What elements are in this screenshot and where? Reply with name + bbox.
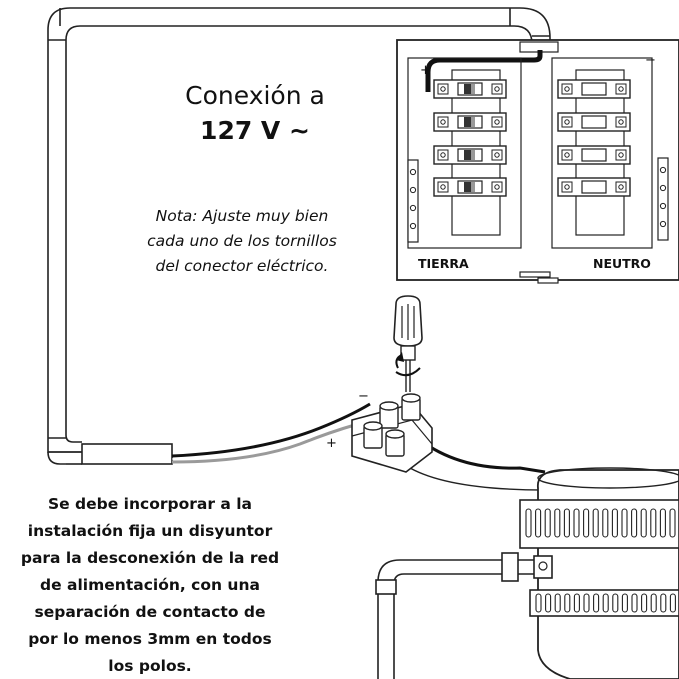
motor-fin-top	[573, 508, 580, 538]
motor-fin-top	[535, 508, 542, 538]
panel-label-neutro: NEUTRO	[593, 256, 651, 271]
breaker-right-4	[557, 177, 631, 197]
motor-fin-bottom	[573, 593, 580, 613]
note-line1: Nota: Ajuste muy bien	[156, 207, 329, 225]
note-line2: cada uno de los tornillos	[147, 232, 337, 250]
panel-minus-sign: −	[645, 53, 656, 68]
screwdriver-icon	[393, 295, 423, 392]
motor-fin-top	[554, 508, 561, 538]
motor-fins-top	[525, 508, 676, 538]
conduit-frame	[47, 7, 551, 453]
warning-line4: de alimentación, con una	[40, 576, 260, 594]
motor-fin-top	[650, 508, 657, 538]
breaker-right-2	[557, 112, 631, 132]
conduit-end	[81, 443, 173, 465]
title-line2: 127 V ~	[200, 116, 310, 145]
breaker-left-1	[433, 79, 507, 99]
motor-fin-top	[592, 508, 599, 538]
breakers-left	[433, 79, 507, 197]
breakers-right	[557, 79, 631, 197]
motor-fin-bottom	[564, 593, 571, 613]
motor-fin-top	[669, 508, 676, 538]
motor-fin-top	[611, 508, 618, 538]
terminal-block	[351, 393, 433, 473]
outlet-pipe	[375, 552, 534, 679]
motor-fin-top	[544, 508, 551, 538]
motor-fin-bottom	[593, 593, 600, 613]
warning-line5: separación de contacto de	[35, 603, 266, 621]
motor-fin-bottom	[660, 593, 667, 613]
pump-motor	[519, 467, 679, 679]
motor-fin-bottom	[602, 593, 609, 613]
motor-fin-top	[640, 508, 647, 538]
note-line3: del conector eléctrico.	[156, 257, 329, 275]
breaker-left-4	[433, 177, 507, 197]
breaker-right-3	[557, 145, 631, 165]
connector-plus-sign: +	[326, 436, 337, 451]
motor-fin-bottom	[554, 593, 561, 613]
motor-fin-top	[602, 508, 609, 538]
breaker-right-1	[557, 79, 631, 99]
warning-line7: los polos.	[108, 657, 191, 675]
motor-fin-top	[525, 508, 532, 538]
motor-fin-bottom	[631, 593, 638, 613]
breaker-panel: + − TIERRA NEUTRO	[396, 39, 679, 284]
breaker-left-3	[433, 145, 507, 165]
motor-fin-bottom	[612, 593, 619, 613]
motor-fin-top	[659, 508, 666, 538]
warning-line6: por lo menos 3mm en todos	[28, 630, 272, 648]
motor-fin-top	[583, 508, 590, 538]
motor-fin-bottom	[641, 593, 648, 613]
title-line1: Conexión a	[185, 81, 325, 110]
motor-fin-bottom	[545, 593, 552, 613]
warning-line3: para la desconexión de la red	[21, 549, 279, 567]
motor-fins-bottom	[535, 593, 676, 613]
breaker-left-2	[433, 112, 507, 132]
motor-fin-bottom	[650, 593, 657, 613]
panel-plus-sign: +	[420, 63, 431, 78]
motor-fin-bottom	[583, 593, 590, 613]
motor-fin-top	[563, 508, 570, 538]
motor-fin-top	[621, 508, 628, 538]
warning-line1: Se debe incorporar a la	[48, 495, 252, 513]
connector-minus-sign: −	[358, 389, 369, 404]
motor-fin-bottom	[535, 593, 542, 613]
terminal-strip-left	[407, 159, 419, 243]
terminal-strip-right	[657, 157, 669, 241]
motor-fin-top	[631, 508, 638, 538]
panel-label-tierra: TIERRA	[418, 256, 469, 271]
motor-fin-bottom	[621, 593, 628, 613]
warning-line2: instalación fija un disyuntor	[28, 522, 273, 540]
motor-fin-bottom	[669, 593, 676, 613]
